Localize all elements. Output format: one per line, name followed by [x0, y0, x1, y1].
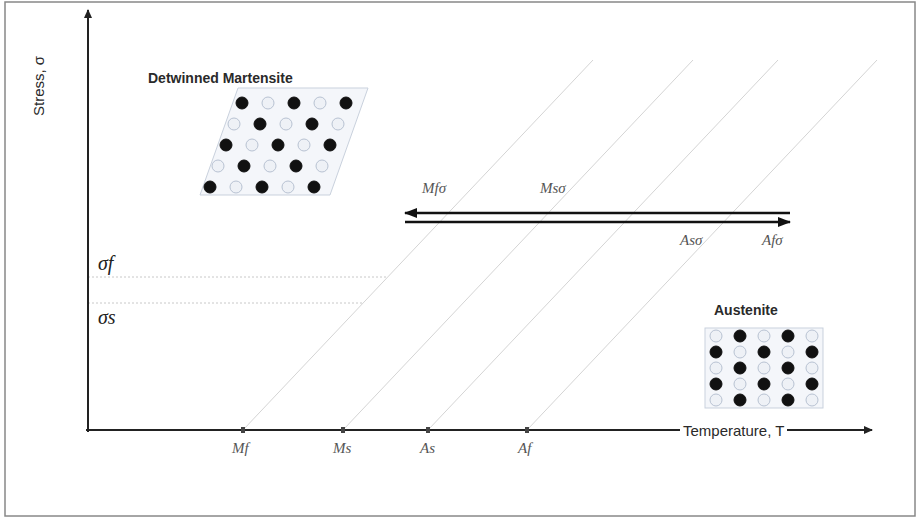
temperature-symbol: As: [420, 440, 435, 457]
atom: [758, 362, 770, 374]
atom: [254, 118, 266, 130]
atom: [230, 181, 242, 193]
frame: [5, 2, 915, 516]
atom: [204, 181, 216, 193]
atom: [782, 346, 794, 358]
lattice-cell: [705, 328, 823, 408]
temperature-symbol: Mfσ: [422, 180, 446, 197]
tick-marks: [241, 427, 529, 433]
atom: [228, 118, 240, 130]
atom: [710, 378, 722, 390]
atom: [710, 346, 722, 358]
atom: [782, 362, 794, 374]
atom: [806, 394, 818, 406]
sigma-f-line: [88, 277, 387, 278]
atom: [734, 362, 746, 374]
transformation-line: [343, 60, 693, 430]
atom: [246, 139, 258, 151]
atom: [710, 394, 722, 406]
sigma-s-line: [88, 303, 362, 304]
phase-label: Detwinned Martensite: [148, 70, 293, 86]
cooling-arrow: [405, 212, 790, 215]
atom: [710, 362, 722, 374]
martensite-lattice: [200, 88, 368, 195]
atom: [734, 346, 746, 358]
atom: [340, 97, 352, 109]
atom: [806, 330, 818, 342]
heating-arrow: [405, 221, 790, 224]
atom: [316, 160, 328, 172]
atom: [332, 118, 344, 130]
atom: [290, 160, 302, 172]
atom: [272, 139, 284, 151]
atom: [758, 378, 770, 390]
austenite-lattice: [705, 328, 823, 408]
atom: [782, 330, 794, 342]
atom: [734, 394, 746, 406]
atom: [806, 362, 818, 374]
atom: [324, 139, 336, 151]
atom: [220, 139, 232, 151]
temperature-symbol: Af: [518, 440, 531, 457]
atom: [314, 97, 326, 109]
axis-title: Stress, σ: [30, 56, 47, 116]
atom: [306, 118, 318, 130]
atom: [758, 346, 770, 358]
atom: [256, 181, 268, 193]
atom: [758, 394, 770, 406]
atom: [734, 378, 746, 390]
atom: [262, 97, 274, 109]
atom: [238, 160, 250, 172]
atom: [212, 160, 224, 172]
atom: [710, 330, 722, 342]
atom: [806, 346, 818, 358]
stress-symbol: σs: [98, 306, 116, 329]
atom: [288, 97, 300, 109]
temperature-symbol: Asσ: [680, 232, 702, 249]
stress-symbol: σf: [98, 252, 113, 275]
atom: [282, 181, 294, 193]
atom: [734, 330, 746, 342]
transformation-line: [527, 60, 877, 430]
axis-title: Temperature, T: [680, 422, 787, 439]
temperature-symbol: Msσ: [540, 180, 566, 197]
atom: [758, 330, 770, 342]
atom: [236, 97, 248, 109]
atom: [782, 378, 794, 390]
atom: [806, 378, 818, 390]
atom: [782, 394, 794, 406]
atom: [298, 139, 310, 151]
temperature-symbol: Afσ: [762, 232, 783, 249]
atom: [264, 160, 276, 172]
temperature-symbol: Mf: [232, 440, 249, 457]
atom: [308, 181, 320, 193]
temperature-symbol: Ms: [333, 440, 351, 457]
phase-label: Austenite: [714, 302, 778, 318]
atom: [280, 118, 292, 130]
stress-axis: [87, 10, 89, 432]
lattice-cell: [200, 88, 368, 195]
